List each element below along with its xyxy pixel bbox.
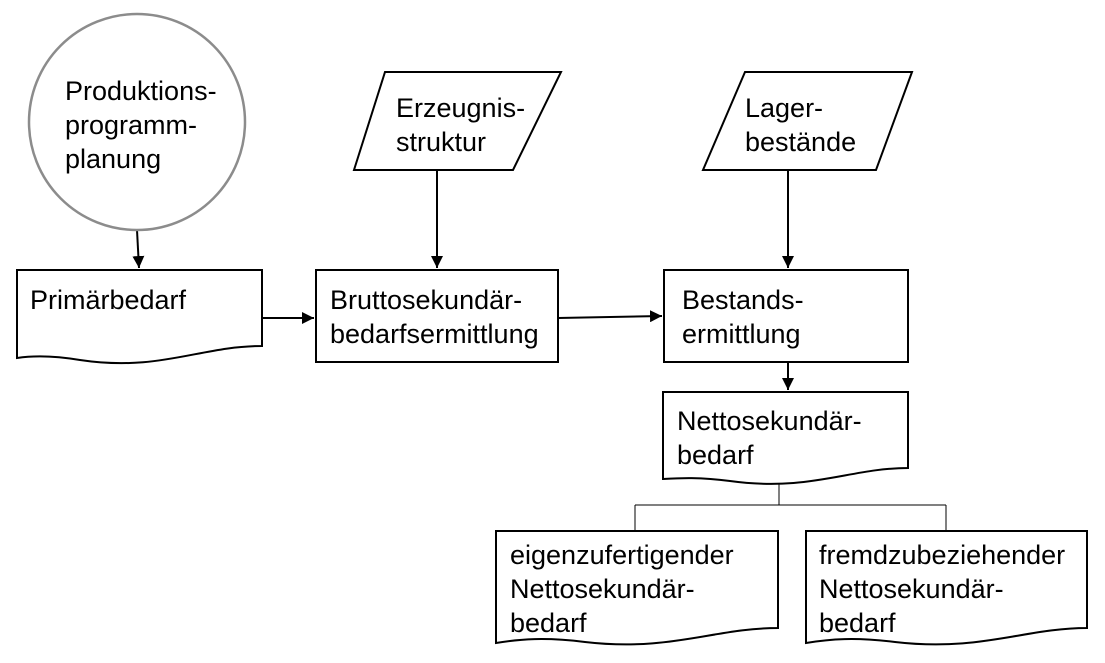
fremdzubeziehender-label-line-3: bedarf [819, 608, 896, 638]
node-fremdzubeziehender-nettosekundaerbedarf: fremdzubeziehender Nettosekundär- bedarf [805, 530, 1088, 646]
eigenzufertigender-label-line-2: Nettosekundär- [510, 574, 695, 604]
nettosekundaerbedarf-label-line-1: Nettosekundär- [677, 406, 862, 436]
node-produktionsprogrammplanung: Produktions- programm- planung [27, 12, 247, 232]
bruttosekundaerbedarfsermittlung-label-line-2: bedarfsermittlung [330, 319, 539, 349]
node-lagerbestaende: Lager- bestände [701, 71, 914, 171]
arrow-brutto-to-bestand [557, 310, 663, 323]
primaerbedarf-label-line-1: Primärbedarf [30, 285, 187, 315]
node-bestandsermittlung: Bestands- ermittlung [663, 269, 909, 363]
produktionsprogrammplanung-label-line-2: programm- [65, 110, 197, 140]
bestandsermittlung-label-line-1: Bestands- [682, 285, 804, 315]
fremdzubeziehender-label-line-1: fremdzubeziehender [819, 540, 1065, 570]
fremdzubeziehender-label-line-2: Nettosekundär- [819, 574, 1004, 604]
node-erzeugnisstruktur: Erzeugnis- struktur [352, 71, 563, 171]
produktionsprogrammplanung-label-line-1: Produktions- [65, 76, 217, 106]
erzeugnisstruktur-label-line-1: Erzeugnis- [396, 93, 525, 123]
erzeugnisstruktur-label-line-2: struktur [396, 127, 486, 157]
arrow-planung-to-primaerbedarf [132, 229, 145, 269]
node-bruttosekundaerbedarfsermittlung: Bruttosekundär- bedarfsermittlung [315, 269, 559, 363]
node-primaerbedarf: Primärbedarf [16, 269, 263, 365]
node-eigenzufertigender-nettosekundaerbedarf: eigenzufertigender Nettosekundär- bedarf [495, 530, 779, 646]
bestandsermittlung-label-line-2: ermittlung [682, 319, 801, 349]
eigenzufertigender-label-line-1: eigenzufertigender [510, 540, 734, 570]
bruttosekundaerbedarfsermittlung-label-line-1: Bruttosekundär- [330, 285, 522, 315]
nettosekundaerbedarf-label-line-2: bedarf [677, 440, 754, 470]
branch-connector [634, 480, 947, 530]
lagerbestaende-label-line-2: bestände [745, 127, 856, 157]
produktionsprogrammplanung-label-line-3: planung [65, 144, 161, 174]
eigenzufertigender-label-line-3: bedarf [510, 608, 587, 638]
lagerbestaende-label-line-1: Lager- [745, 93, 823, 123]
node-nettosekundaerbedarf: Nettosekundär- bedarf [662, 391, 909, 485]
